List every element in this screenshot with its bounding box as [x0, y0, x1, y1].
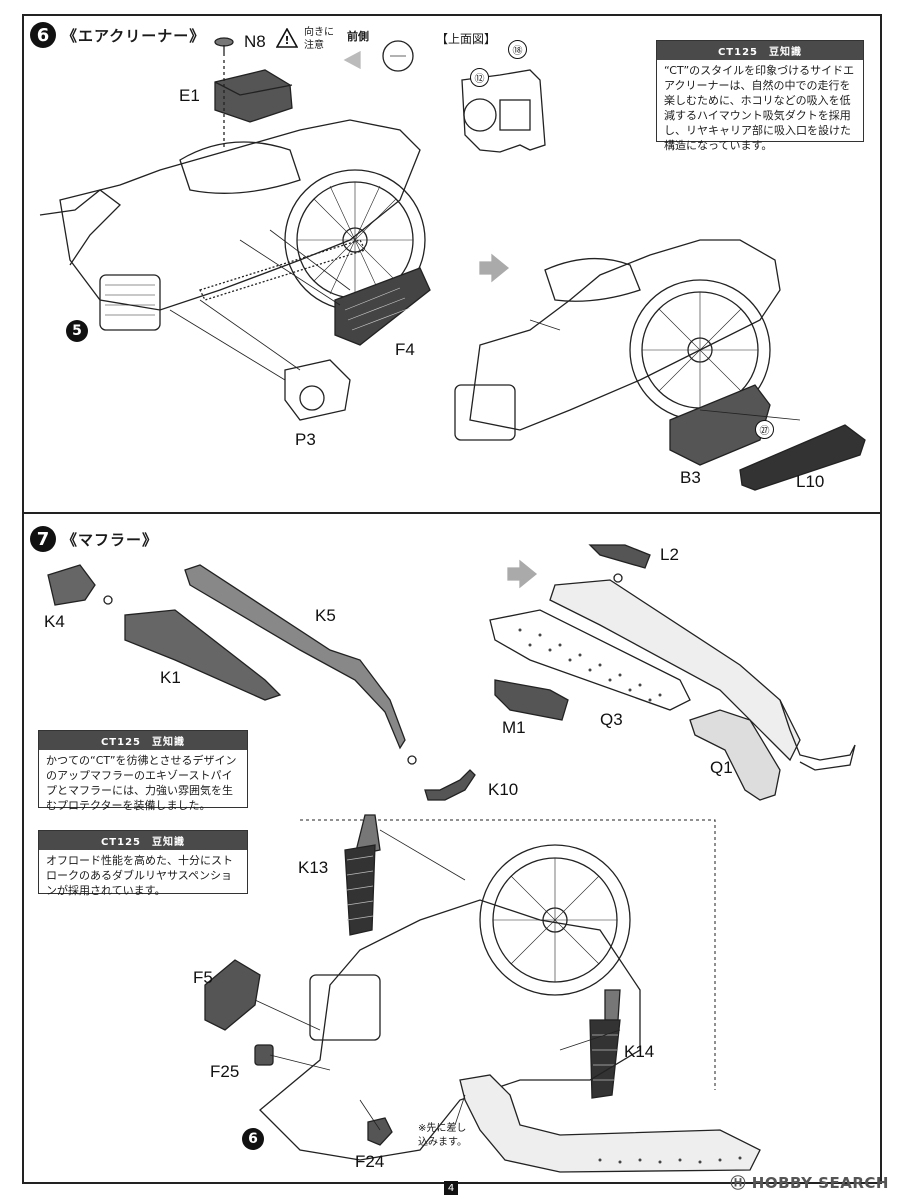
page-number: 4: [444, 1181, 458, 1195]
step-7-title: 《マフラー》: [62, 530, 159, 549]
caution-text: 向きに 注意: [304, 27, 334, 51]
part-label-f25: F25: [210, 1062, 240, 1081]
part-label-b3: B3: [680, 468, 701, 487]
svg-text:!: !: [284, 34, 289, 47]
step-6-header: 6 《エアクリーナー》: [30, 22, 205, 48]
callout-12: ⑫: [470, 68, 489, 87]
part-label-l10: L10: [796, 472, 825, 491]
tip-box-header: CT125 豆知識: [39, 731, 247, 750]
ref-step-5: 5: [66, 320, 88, 342]
part-label-k14: K14: [624, 1042, 655, 1061]
part-label-f24: F24: [355, 1152, 385, 1171]
part-label-k5: K5: [315, 606, 336, 625]
caution-icon: !: [275, 27, 299, 52]
tip-box-air-cleaner: CT125 豆知識 “CT”のスタイルを印象づけるサイドエアクリーナーは、自然の…: [656, 40, 864, 152]
part-label-k4: K4: [44, 612, 65, 631]
insert-first-note: ※先に差し 込みます。: [418, 1123, 467, 1148]
tip-box-body: かつての“CT”を彷彿とさせるデザインのアップマフラーのエキゾーストパイプとマフ…: [46, 754, 237, 812]
tip-box-suspension: CT125 豆知識 オフロード性能を高めた、十分にストロークのあるダブルリヤサス…: [38, 830, 248, 897]
part-label-k1: K1: [160, 668, 181, 687]
part-label-k13: K13: [298, 858, 329, 877]
part-label-m1: M1: [502, 718, 526, 737]
tip-box-muffler: CT125 豆知識 かつての“CT”を彷彿とさせるデザインのアップマフラーのエキ…: [38, 730, 248, 812]
part-label-n8: N8: [244, 32, 266, 51]
front-side-label: 前側: [347, 30, 369, 43]
watermark: Ⓗ HOBBY SEARCH: [731, 1172, 889, 1193]
tip-box-body: オフロード性能を高めた、十分にストロークのあるダブルリヤサスペンションが採用され…: [46, 854, 233, 897]
step-6-title: 《エアクリーナー》: [62, 26, 206, 45]
step-7-number: 7: [30, 526, 56, 552]
callout-27: ㉗: [755, 420, 774, 439]
part-label-f5: F5: [193, 968, 213, 987]
ref-step-6: 6: [242, 1128, 264, 1150]
part-label-f4: F4: [395, 340, 415, 359]
callout-18: ⑱: [508, 40, 527, 59]
tip-box-header: CT125 豆知識: [657, 41, 863, 60]
part-label-k10: K10: [488, 780, 519, 799]
part-label-e1: E1: [179, 86, 200, 105]
part-label-p3: P3: [295, 430, 316, 449]
part-label-l2: L2: [660, 545, 679, 564]
top-view-label: 【上面図】: [436, 32, 497, 46]
part-label-q3: Q3: [600, 710, 623, 729]
part-label-q1: Q1: [710, 758, 733, 777]
step-6-number: 6: [30, 22, 56, 48]
watermark-text: HOBBY SEARCH: [751, 1174, 889, 1192]
watermark-logo-icon: Ⓗ: [730, 1174, 752, 1192]
step-7-header: 7 《マフラー》: [30, 526, 158, 552]
tip-box-body: “CT”のスタイルを印象づけるサイドエアクリーナーは、自然の中での走行を楽しむた…: [664, 64, 855, 152]
tip-box-header: CT125 豆知識: [39, 831, 247, 850]
